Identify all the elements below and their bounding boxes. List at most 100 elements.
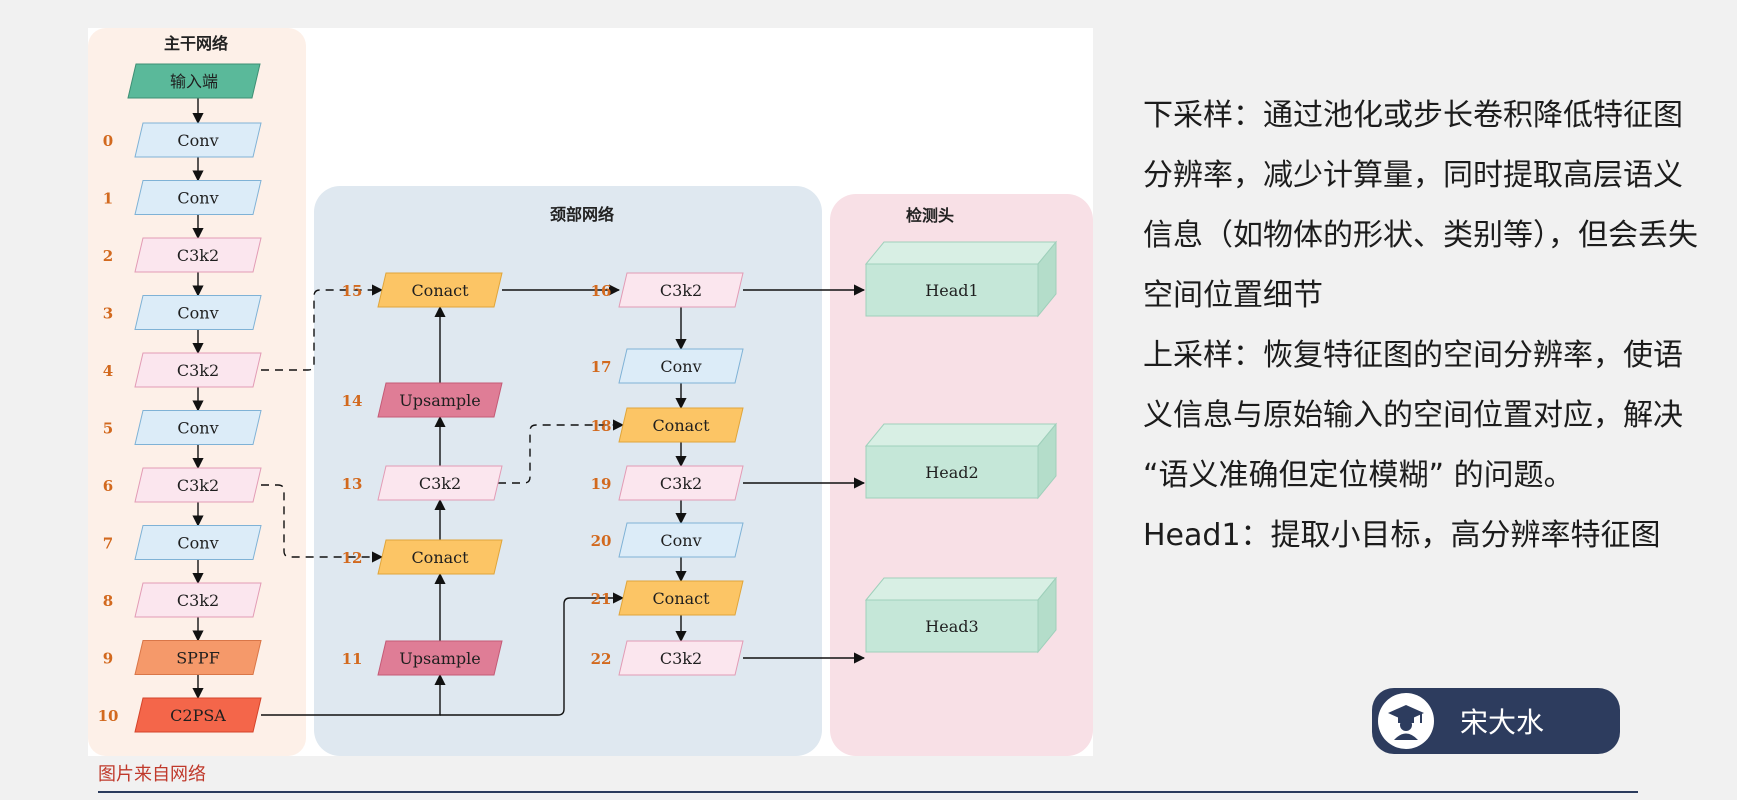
node-label: C3k2 xyxy=(177,246,219,265)
head-title: 检测头 xyxy=(906,206,954,225)
node-shape xyxy=(134,640,262,675)
layer-index: 16 xyxy=(591,282,612,300)
nodes: Conv0Conv1C3k22Conv3C3k24Conv5C3k26Conv7… xyxy=(98,122,744,733)
head-label: Head1 xyxy=(925,281,978,300)
node-sppf: SPPF 9 xyxy=(103,640,262,675)
layer-index: 4 xyxy=(103,362,113,380)
explanation-downsample: 下采样：通过池化或步长卷积降低特征图分辨率，减少计算量，同时提取高层语义信息（如… xyxy=(1143,98,1698,313)
layer-index: 11 xyxy=(342,650,363,668)
node-label: Conv xyxy=(177,131,218,150)
node-shape xyxy=(134,410,262,445)
layer-index: 8 xyxy=(103,592,113,610)
node-shape xyxy=(134,180,262,215)
layer-index: 7 xyxy=(103,535,113,553)
node-shape xyxy=(618,407,744,443)
input-node: 输入端 xyxy=(127,63,261,99)
node-shape xyxy=(377,382,503,418)
layer-index: 3 xyxy=(103,305,113,323)
node-c3k2: C3k2 4 xyxy=(103,352,262,388)
node-shape xyxy=(134,467,262,503)
node-label: C3k2 xyxy=(660,649,702,668)
node-label: Conact xyxy=(411,548,469,567)
node-label: Conv xyxy=(177,419,218,438)
layer-index: 9 xyxy=(103,650,113,668)
explanation-head1: Head1：提取小目标，高分辨率特征图 xyxy=(1143,518,1661,553)
layer-index: 10 xyxy=(98,707,119,725)
head-block: Head1 xyxy=(864,240,1058,318)
node-shape xyxy=(377,272,503,308)
node-conv: Conv 1 xyxy=(103,180,262,215)
bottom-divider xyxy=(98,791,1638,793)
layer-index: 22 xyxy=(591,650,612,668)
node-c3k2: C3k2 16 xyxy=(591,272,744,308)
head-block: Head3 xyxy=(864,576,1058,654)
head-label: Head3 xyxy=(925,617,978,636)
node-label: Conv xyxy=(177,189,218,208)
node-shape xyxy=(377,640,503,676)
layer-index: 2 xyxy=(103,247,113,265)
detection-heads: Head1 Head2 Head3 xyxy=(864,240,1058,654)
node-shape xyxy=(618,465,744,501)
node-label: C3k2 xyxy=(660,281,702,300)
explanation-upsample: 上采样：恢复特征图的空间分辨率，使语义信息与原始输入的空间位置对应，解决 “语义… xyxy=(1143,338,1683,493)
node-label: C2PSA xyxy=(170,706,226,725)
node-label: Conact xyxy=(652,416,710,435)
node-shape xyxy=(377,539,503,575)
graduate-avatar-icon xyxy=(1378,693,1434,749)
layer-index: 18 xyxy=(591,417,612,435)
node-label: Conact xyxy=(411,281,469,300)
author-name: 宋大水 xyxy=(1460,706,1545,739)
node-shape xyxy=(134,122,262,158)
node-c3k2: C3k2 2 xyxy=(103,237,262,273)
node-conv: Conv 5 xyxy=(103,410,262,445)
node-label: SPPF xyxy=(176,649,220,668)
c2psa-to-concat21-arrow xyxy=(440,592,625,716)
node-conact: Conact 18 xyxy=(591,407,744,443)
node-label: Conact xyxy=(652,589,710,608)
node-shape xyxy=(618,348,744,384)
node-conact: Conact 15 xyxy=(342,272,503,308)
layer-index: 6 xyxy=(103,477,113,495)
node-label: Conv xyxy=(660,357,701,376)
node-shape xyxy=(377,465,503,501)
author-badge: 宋大水 xyxy=(1372,688,1620,754)
node-conv: Conv 3 xyxy=(103,295,262,330)
neck-title: 颈部网络 xyxy=(550,205,614,224)
node-label: Conv xyxy=(177,534,218,553)
node-label: C3k2 xyxy=(419,474,461,493)
node-shape xyxy=(618,272,744,308)
layer-index: 5 xyxy=(103,420,113,438)
layer-index: 17 xyxy=(591,358,612,376)
connections xyxy=(192,98,866,716)
node-label: Upsample xyxy=(399,391,480,410)
node-label: C3k2 xyxy=(177,361,219,380)
node-conv: Conv 17 xyxy=(591,348,744,384)
layer-index: 1 xyxy=(103,190,113,208)
node-label: Conv xyxy=(177,304,218,323)
node-shape xyxy=(134,525,262,560)
layer-index: 21 xyxy=(591,590,612,608)
node-shape xyxy=(134,697,262,733)
skip-connection-13-to-18 xyxy=(498,419,625,484)
node-conact: Conact 12 xyxy=(342,539,503,575)
layer-index: 15 xyxy=(342,282,363,300)
head-block: Head2 xyxy=(864,422,1058,500)
node-c3k2: C3k2 22 xyxy=(591,640,744,676)
layer-index: 19 xyxy=(591,475,612,493)
node-label: C3k2 xyxy=(177,476,219,495)
skip-connection-6-to-12 xyxy=(261,484,384,563)
layer-index: 12 xyxy=(342,549,363,567)
node-shape xyxy=(618,522,744,558)
layer-index: 20 xyxy=(591,532,612,550)
node-conact: Conact 21 xyxy=(591,580,744,616)
node-conv: Conv 7 xyxy=(103,525,262,560)
node-label: Conv xyxy=(660,531,701,550)
